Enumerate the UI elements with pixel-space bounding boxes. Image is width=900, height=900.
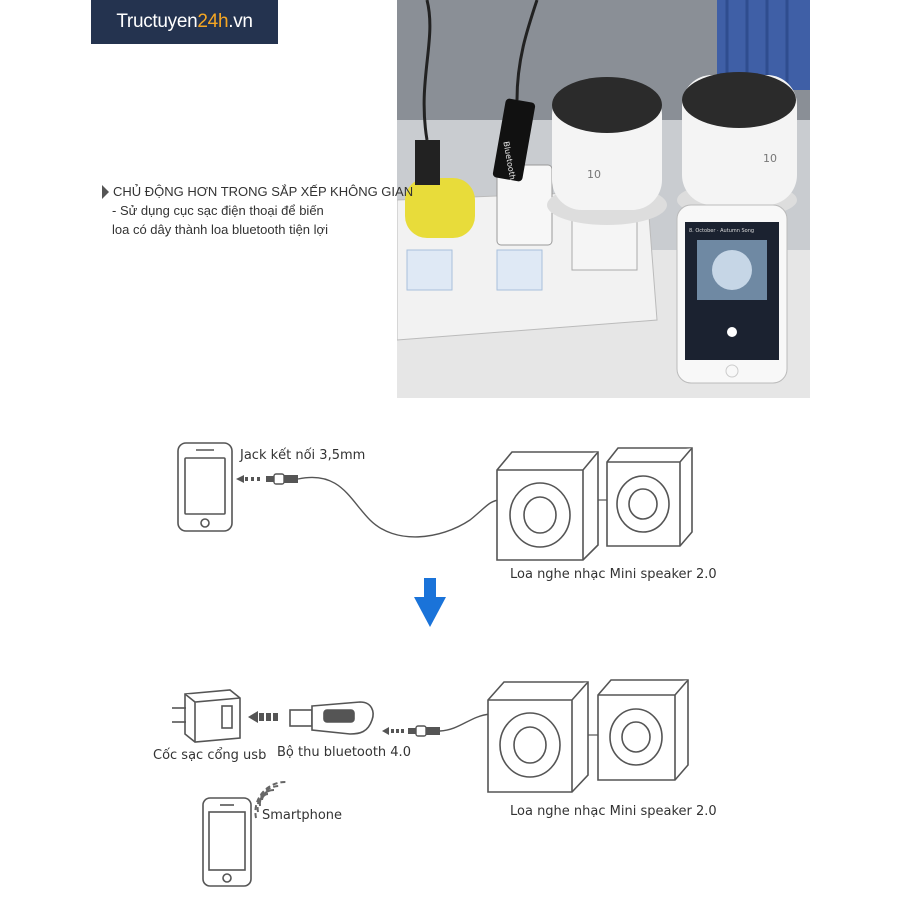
usb-charger-icon xyxy=(172,689,241,743)
speaker-mark-1: 10 xyxy=(587,168,601,181)
jack-label: Jack kết nối 3,5mm xyxy=(240,448,366,463)
callout-line-1: - Sử dụng cục sạc điện thoại để biến xyxy=(112,203,324,218)
speaker-right-icon xyxy=(597,679,689,781)
callout-line-2: loa có dây thành loa bluetooth tiện lợi xyxy=(112,222,328,237)
arrow-left-icon xyxy=(248,711,278,723)
audio-cable xyxy=(297,476,501,538)
arrow-left-icon xyxy=(382,727,404,735)
callout: CHỦ ĐỘNG HƠN TRONG SẮP XẾP KHÔNG GIAN - … xyxy=(102,182,413,239)
bluetooth-receiver-icon xyxy=(289,701,374,735)
speaker-left-icon xyxy=(496,451,599,561)
logo-text-3: .vn xyxy=(228,11,253,32)
speaker-left-icon xyxy=(487,681,589,793)
audio-jack-icon xyxy=(408,725,440,737)
smartphone-icon xyxy=(202,797,252,887)
speaker-label-bottom: Loa nghe nhạc Mini speaker 2.0 xyxy=(510,804,717,819)
phone-icon xyxy=(177,442,233,532)
triangle-bullet-icon xyxy=(102,184,109,199)
product-photo: Bluetooth 10 10 8. October · Autumn Song xyxy=(397,0,810,398)
phone-song: 8. October · Autumn Song xyxy=(689,228,754,234)
audio-jack-icon xyxy=(266,473,298,485)
callout-heading: CHỦ ĐỘNG HƠN TRONG SẮP XẾP KHÔNG GIAN xyxy=(113,184,414,199)
audio-cable xyxy=(439,713,491,732)
speaker-right-icon xyxy=(606,447,693,547)
smartphone-label: Smartphone xyxy=(262,808,343,823)
arrow-left-icon xyxy=(236,475,260,483)
arrow-down-icon xyxy=(414,578,446,627)
receiver-label: Bộ thu bluetooth 4.0 xyxy=(277,745,411,760)
logo-text-1: Tructuyen xyxy=(116,11,198,32)
wireless-signal-icon xyxy=(254,780,287,819)
speaker-mark-2: 10 xyxy=(763,152,777,165)
speaker-label-top: Loa nghe nhạc Mini speaker 2.0 xyxy=(510,567,717,582)
logo-text-2: 24h xyxy=(197,11,229,32)
charger-label: Cốc sạc cổng usb xyxy=(153,748,267,763)
